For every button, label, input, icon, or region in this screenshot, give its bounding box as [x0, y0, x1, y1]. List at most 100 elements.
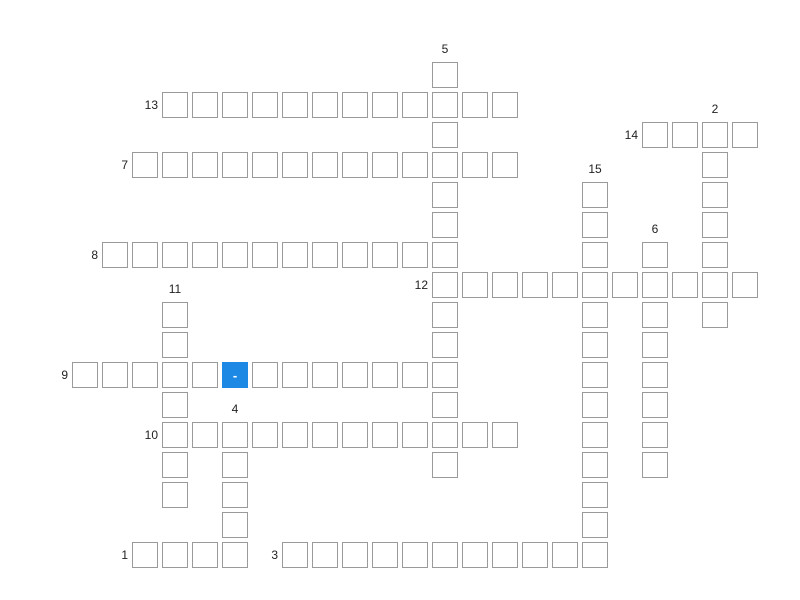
crossword-cell[interactable]	[432, 92, 458, 118]
crossword-cell[interactable]	[252, 362, 278, 388]
crossword-cell[interactable]	[462, 422, 488, 448]
crossword-cell[interactable]	[162, 332, 188, 358]
crossword-cell[interactable]	[222, 422, 248, 448]
crossword-cell[interactable]	[342, 542, 368, 568]
crossword-cell[interactable]	[432, 242, 458, 268]
crossword-cell[interactable]	[282, 242, 308, 268]
crossword-cell[interactable]	[432, 152, 458, 178]
crossword-cell[interactable]	[432, 182, 458, 208]
crossword-cell[interactable]	[402, 152, 428, 178]
crossword-cell[interactable]	[582, 242, 608, 268]
crossword-cell[interactable]	[132, 542, 158, 568]
crossword-cell[interactable]	[162, 392, 188, 418]
crossword-cell[interactable]	[672, 272, 698, 298]
crossword-cell[interactable]	[252, 422, 278, 448]
crossword-cell[interactable]	[582, 212, 608, 238]
crossword-cell[interactable]	[222, 542, 248, 568]
crossword-cell[interactable]	[732, 272, 758, 298]
crossword-cell[interactable]	[492, 542, 518, 568]
crossword-cell[interactable]	[522, 542, 548, 568]
crossword-cell[interactable]	[372, 542, 398, 568]
crossword-cell[interactable]	[582, 362, 608, 388]
crossword-cell[interactable]	[222, 242, 248, 268]
crossword-cell[interactable]	[252, 242, 278, 268]
crossword-cell[interactable]	[102, 242, 128, 268]
crossword-cell[interactable]	[492, 92, 518, 118]
crossword-cell[interactable]	[552, 272, 578, 298]
crossword-cell[interactable]	[132, 242, 158, 268]
crossword-cell[interactable]	[342, 92, 368, 118]
crossword-cell[interactable]	[642, 392, 668, 418]
crossword-cell[interactable]	[252, 152, 278, 178]
active-crossword-cell[interactable]: -	[222, 362, 248, 388]
crossword-cell[interactable]	[132, 152, 158, 178]
crossword-cell[interactable]	[312, 422, 338, 448]
crossword-cell[interactable]	[702, 122, 728, 148]
crossword-cell[interactable]	[372, 422, 398, 448]
crossword-cell[interactable]	[432, 122, 458, 148]
crossword-cell[interactable]	[162, 92, 188, 118]
crossword-cell[interactable]	[312, 242, 338, 268]
crossword-cell[interactable]	[222, 512, 248, 538]
crossword-cell[interactable]	[372, 242, 398, 268]
crossword-cell[interactable]	[582, 452, 608, 478]
crossword-cell[interactable]	[192, 422, 218, 448]
crossword-cell[interactable]	[642, 302, 668, 328]
crossword-cell[interactable]	[642, 452, 668, 478]
crossword-cell[interactable]	[462, 272, 488, 298]
crossword-cell[interactable]	[282, 92, 308, 118]
crossword-cell[interactable]	[402, 362, 428, 388]
crossword-cell[interactable]	[642, 422, 668, 448]
crossword-cell[interactable]	[222, 152, 248, 178]
crossword-cell[interactable]	[342, 152, 368, 178]
crossword-cell[interactable]	[582, 512, 608, 538]
crossword-cell[interactable]	[642, 272, 668, 298]
crossword-cell[interactable]	[162, 152, 188, 178]
crossword-cell[interactable]	[372, 92, 398, 118]
crossword-cell[interactable]	[372, 152, 398, 178]
crossword-cell[interactable]	[342, 422, 368, 448]
crossword-cell[interactable]	[432, 452, 458, 478]
crossword-cell[interactable]	[192, 92, 218, 118]
crossword-cell[interactable]	[72, 362, 98, 388]
crossword-cell[interactable]	[192, 542, 218, 568]
crossword-cell[interactable]	[612, 272, 638, 298]
crossword-cell[interactable]	[642, 332, 668, 358]
crossword-cell[interactable]	[312, 92, 338, 118]
crossword-cell[interactable]	[702, 182, 728, 208]
crossword-cell[interactable]	[312, 152, 338, 178]
crossword-cell[interactable]	[432, 62, 458, 88]
crossword-cell[interactable]	[432, 392, 458, 418]
crossword-cell[interactable]	[462, 92, 488, 118]
crossword-cell[interactable]	[582, 542, 608, 568]
crossword-cell[interactable]	[432, 332, 458, 358]
crossword-cell[interactable]	[312, 542, 338, 568]
crossword-cell[interactable]	[582, 332, 608, 358]
crossword-cell[interactable]	[162, 422, 188, 448]
crossword-cell[interactable]	[432, 422, 458, 448]
crossword-cell[interactable]	[342, 362, 368, 388]
crossword-cell[interactable]	[672, 122, 698, 148]
crossword-cell[interactable]	[132, 362, 158, 388]
crossword-cell[interactable]	[492, 152, 518, 178]
crossword-cell[interactable]	[432, 212, 458, 238]
crossword-cell[interactable]	[402, 92, 428, 118]
crossword-cell[interactable]	[282, 152, 308, 178]
crossword-cell[interactable]	[582, 272, 608, 298]
crossword-cell[interactable]	[582, 302, 608, 328]
crossword-cell[interactable]	[582, 482, 608, 508]
crossword-cell[interactable]	[462, 542, 488, 568]
crossword-cell[interactable]	[162, 362, 188, 388]
crossword-cell[interactable]	[162, 452, 188, 478]
crossword-cell[interactable]	[192, 152, 218, 178]
crossword-cell[interactable]	[552, 542, 578, 568]
crossword-cell[interactable]	[432, 362, 458, 388]
crossword-cell[interactable]	[222, 482, 248, 508]
crossword-cell[interactable]	[342, 242, 368, 268]
crossword-cell[interactable]	[282, 362, 308, 388]
crossword-cell[interactable]	[162, 542, 188, 568]
crossword-cell[interactable]	[252, 92, 278, 118]
crossword-cell[interactable]	[402, 542, 428, 568]
crossword-cell[interactable]	[492, 272, 518, 298]
crossword-cell[interactable]	[192, 362, 218, 388]
